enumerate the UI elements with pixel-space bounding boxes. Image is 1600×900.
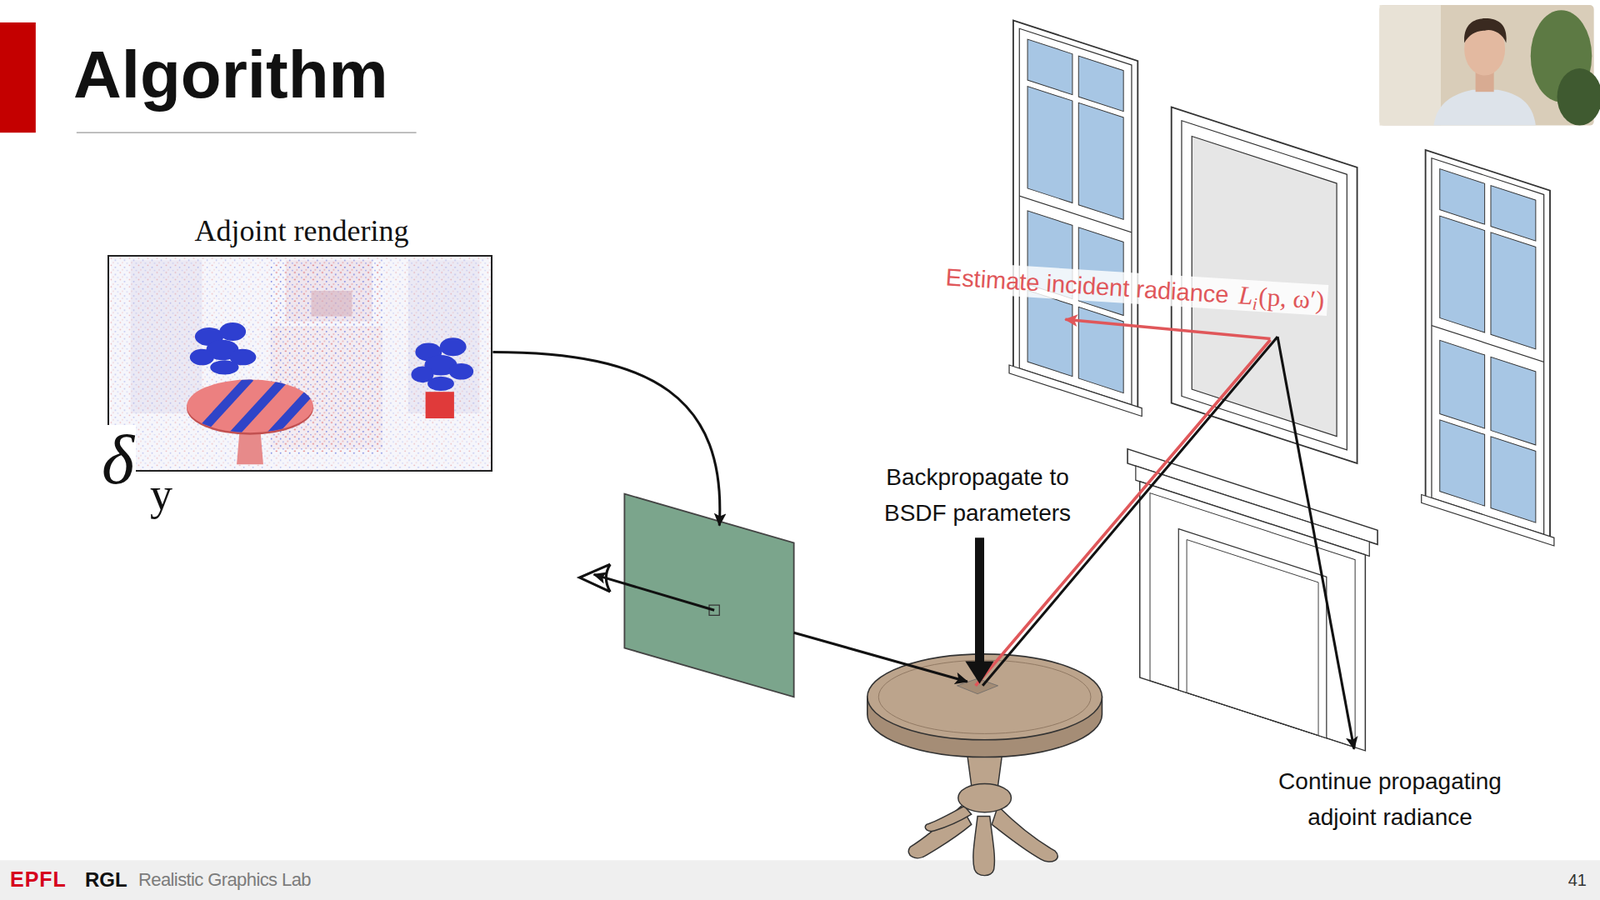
window-left bbox=[1009, 19, 1142, 417]
camera-ray bbox=[794, 632, 968, 682]
accent-bar bbox=[0, 22, 36, 133]
page-number: 41 bbox=[1568, 870, 1587, 890]
fireplace bbox=[1127, 449, 1378, 755]
webcam-inset bbox=[1380, 5, 1600, 125]
math-symbol: L bbox=[1237, 280, 1254, 310]
slide-title: Algorithm bbox=[73, 41, 389, 109]
footer-lab-name: Realistic Graphics Lab bbox=[138, 870, 311, 890]
camera-ray bbox=[594, 574, 715, 610]
window-right bbox=[1421, 148, 1555, 546]
flow-arrow bbox=[492, 351, 720, 525]
footer-logo: EPFL bbox=[10, 868, 67, 892]
annotation: Continue propagating adjoint radiance bbox=[1244, 763, 1536, 835]
radiance-ray bbox=[1065, 319, 1270, 339]
math-subscript: i bbox=[1251, 293, 1258, 314]
image-heading: Adjoint rendering bbox=[92, 213, 511, 250]
footer-band bbox=[0, 860, 1600, 900]
backprop-arrow bbox=[965, 537, 994, 684]
adjoint-ray bbox=[1277, 336, 1355, 750]
math-subscript: y bbox=[150, 471, 173, 517]
image-frame: Adjoint rendering bbox=[107, 255, 493, 472]
sensor-plane bbox=[624, 494, 794, 698]
math-expression: (p, ω′) bbox=[1257, 281, 1325, 315]
math-symbol: δ bbox=[100, 425, 136, 495]
footer-logo: RGL bbox=[85, 869, 128, 891]
annotation: Backpropagate to BSDF parameters bbox=[856, 459, 1099, 531]
title-rule bbox=[76, 132, 417, 134]
table bbox=[867, 654, 1103, 876]
adjoint-image bbox=[107, 255, 494, 472]
